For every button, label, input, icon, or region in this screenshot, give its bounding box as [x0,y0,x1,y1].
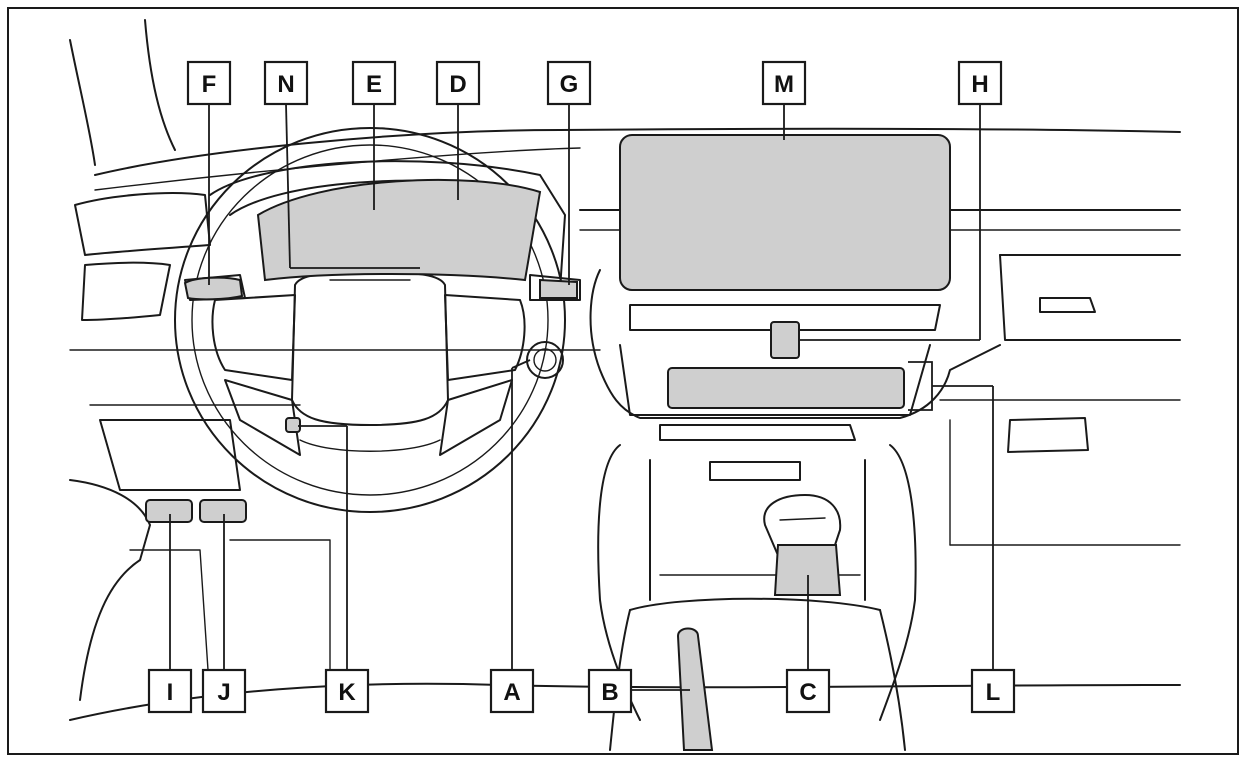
column-switch [285,417,301,433]
callout-label-G: G [560,71,579,98]
callout-B: B [587,668,633,714]
callout-label-D: D [449,71,466,98]
callout-label-B: B [601,679,618,706]
callout-N: N [263,60,309,106]
callout-label-E: E [366,71,382,98]
callout-label-H: H [971,71,988,98]
highlighted-components [145,134,951,751]
callout-label-F: F [202,71,217,98]
callout-K: K [324,668,370,714]
callout-F: F [186,60,232,106]
callout-label-C: C [799,679,816,706]
callout-A: A [489,668,535,714]
shift-lever [773,544,842,596]
climate-panel [667,367,905,409]
figure-border [7,7,1239,755]
center-switch [770,321,800,359]
parking-brake-lever [676,627,714,751]
callout-G: G [546,60,592,106]
right-lever [539,278,578,299]
lower-switch-right [199,499,247,523]
callout-M: M [761,60,807,106]
callout-I: I [147,668,193,714]
callout-label-A: A [503,679,520,706]
left-lever [183,276,244,301]
callout-label-M: M [774,71,794,98]
callout-E: E [351,60,397,106]
callout-label-K: K [338,679,356,706]
callout-J: J [201,668,247,714]
lower-switch-left [145,499,193,523]
callout-L: L [970,668,1016,714]
callout-label-J: J [217,679,230,706]
callout-label-N: N [277,71,294,98]
instrument-cluster [256,178,542,282]
callout-label-L: L [986,679,1001,706]
callout-D: D [435,60,481,106]
callout-label-I: I [167,679,174,706]
callout-C: C [785,668,831,714]
center-display [619,134,951,291]
leader-lines [169,103,994,691]
callout-H: H [957,60,1003,106]
steering-wheel [174,127,566,513]
